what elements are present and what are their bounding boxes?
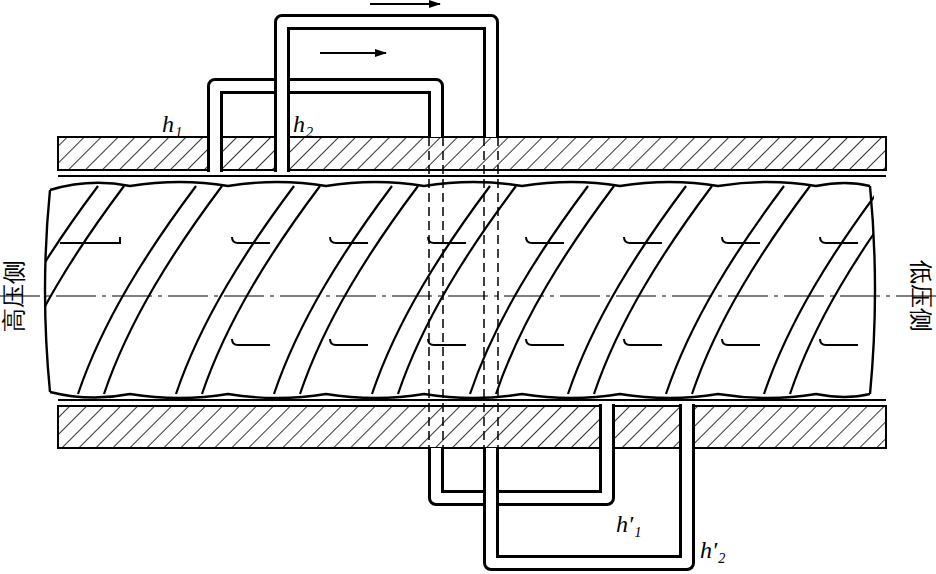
thread-mark: [820, 237, 858, 243]
thread-mark: [330, 339, 368, 345]
screw-thread: [78, 186, 196, 394]
thread-mark: [428, 237, 466, 243]
thread-mark: [624, 237, 662, 243]
screw-thread: [790, 186, 874, 394]
screw-thread: [568, 186, 686, 394]
thread-mark: [232, 339, 270, 345]
side-label: 高压侧: [2, 260, 26, 332]
thread-mark: [526, 339, 564, 345]
screw-thread: [496, 186, 614, 394]
thread-mark: [428, 339, 466, 345]
casing-wall: [58, 137, 886, 448]
screw-thread: [692, 186, 810, 394]
screw-rotor: [45, 182, 875, 398]
screw-thread: [764, 186, 874, 394]
screw-thread: [46, 186, 124, 394]
center-line: [0, 295, 936, 296]
thread-mark: [232, 237, 270, 243]
thread-mark: [722, 237, 760, 243]
screw-thread: [470, 186, 588, 394]
screw-thread: [176, 186, 294, 394]
screw-thread: [202, 186, 320, 394]
thread-mark: [722, 339, 760, 345]
thread-mark: [60, 237, 858, 345]
screw-thread: [274, 186, 392, 394]
screw-thread: [104, 186, 222, 394]
screw-thread: [372, 186, 490, 394]
flow-arrow: [320, 52, 386, 54]
tap-label: h₁: [162, 112, 182, 136]
pressure-tube: [215, 22, 687, 563]
side-label: 低压侧: [909, 260, 933, 332]
screw-thread: [666, 186, 784, 394]
tap-label: h₂: [293, 112, 313, 136]
thread-mark: [624, 339, 662, 345]
screw-thread: [46, 186, 874, 394]
thread-mark: [820, 339, 858, 345]
hidden-tube: [429, 137, 498, 448]
thread-mark: [526, 237, 564, 243]
screw-thread: [594, 186, 712, 394]
tap-label: h′₁: [616, 512, 642, 536]
screw-thread: [300, 186, 418, 394]
flow-arrow: [370, 3, 440, 5]
thread-mark: [60, 237, 120, 243]
thread-mark: [330, 237, 368, 243]
tap-label: h′₂: [700, 538, 726, 562]
